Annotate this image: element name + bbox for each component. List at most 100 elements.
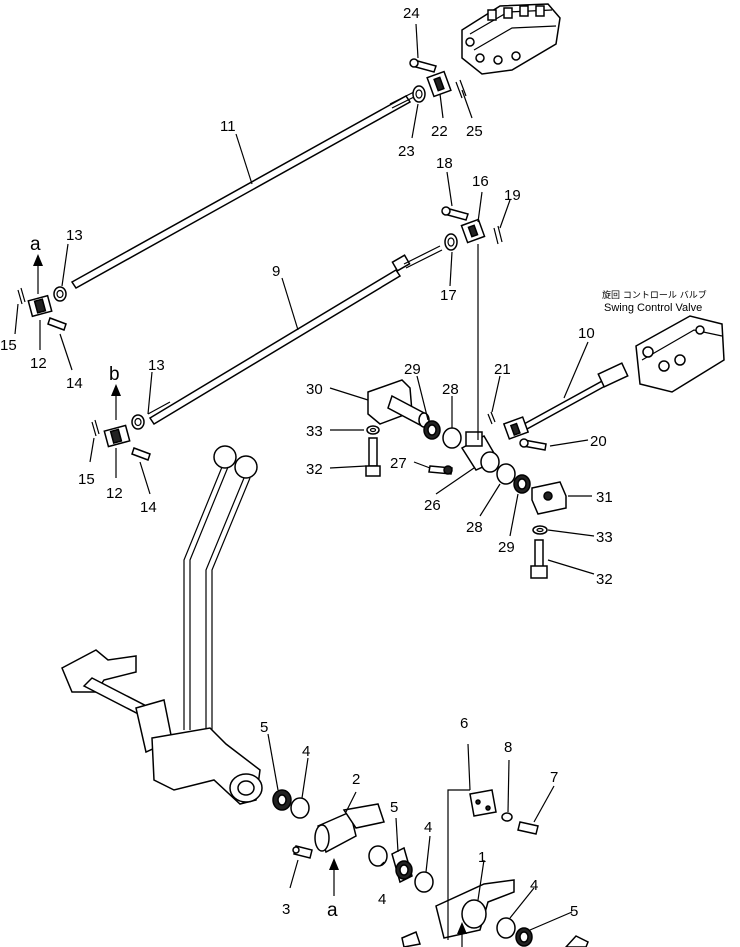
callout-28-a: 28 xyxy=(442,381,459,398)
washer-33-a xyxy=(366,425,380,435)
bushing-4-b xyxy=(368,845,388,867)
callout-29-b: 29 xyxy=(498,539,515,556)
callout-12-a: 12 xyxy=(30,355,47,372)
view-marker-a-bottom: a xyxy=(327,900,338,921)
callout-7: 7 xyxy=(550,769,558,786)
callout-9: 9 xyxy=(272,263,280,280)
cotter-pin-19 xyxy=(493,225,503,245)
swing-control-valve xyxy=(635,315,725,393)
arrow-bottom-right xyxy=(457,922,467,947)
callout-27: 27 xyxy=(390,455,407,472)
callout-3: 3 xyxy=(282,901,290,918)
rod-11 xyxy=(70,91,417,289)
pin-14-a xyxy=(47,317,67,331)
callout-4-d: 4 xyxy=(530,877,538,894)
pin-27 xyxy=(428,465,453,475)
callout-5-b: 5 xyxy=(390,799,398,816)
bolt-7 xyxy=(517,821,539,835)
bearing-5-c xyxy=(515,927,533,947)
nut-13-b xyxy=(131,414,145,430)
cotter-pin-21 xyxy=(487,411,496,425)
callout-4-a: 4 xyxy=(302,743,310,760)
yoke-12-a xyxy=(27,294,53,318)
callout-25: 25 xyxy=(466,123,483,140)
leader-lines xyxy=(14,23,595,940)
callout-13-b: 13 xyxy=(148,357,165,374)
washer-8 xyxy=(501,812,513,822)
bearing-5-a xyxy=(272,789,292,811)
yoke-22 xyxy=(426,70,452,98)
callout-19: 19 xyxy=(504,187,521,204)
bearing-5-b xyxy=(391,846,413,884)
bushing-4-c xyxy=(414,871,434,893)
callout-12-b: 12 xyxy=(106,485,123,502)
callout-2: 2 xyxy=(352,771,360,788)
callout-18: 18 xyxy=(436,155,453,172)
callout-10: 10 xyxy=(578,325,595,342)
bracket-30 xyxy=(367,379,430,428)
callout-11: 11 xyxy=(220,118,236,135)
callout-16: 16 xyxy=(472,173,489,190)
callout-14-b: 14 xyxy=(140,499,157,516)
callout-32-b: 32 xyxy=(596,571,613,588)
callout-33-b: 33 xyxy=(596,529,613,546)
caption-japanese: 旋回 コントロール バルブ xyxy=(602,289,707,301)
callout-4-c: 4 xyxy=(378,891,386,908)
shaft-2 xyxy=(314,803,385,854)
pin-14-b xyxy=(131,447,151,461)
yoke-16 xyxy=(460,218,486,244)
callout-30: 30 xyxy=(306,381,323,398)
control-valve-top xyxy=(461,3,561,75)
bearing-29-b xyxy=(513,474,531,494)
callout-15-b: 15 xyxy=(78,471,95,488)
callout-4-b: 4 xyxy=(424,819,432,836)
rod-10 xyxy=(502,362,629,440)
view-marker-b: b xyxy=(109,364,120,385)
callout-20: 20 xyxy=(590,433,607,450)
yoke-12-b xyxy=(103,424,131,448)
callout-8: 8 xyxy=(504,739,512,756)
arrow-a-top xyxy=(33,254,43,294)
bushing-4-a xyxy=(290,797,310,819)
bottom-fitting xyxy=(401,930,589,947)
bearing-29-a xyxy=(423,420,441,440)
pin-20 xyxy=(519,438,547,451)
callout-15-a: 15 xyxy=(0,337,17,354)
bushing-4-d xyxy=(496,917,516,939)
callout-labels: 24 22 23 25 11 18 16 19 13 17 9 15 12 14… xyxy=(0,5,613,920)
callout-14-a: 14 xyxy=(66,375,83,392)
view-marker-a-top: a xyxy=(30,234,41,255)
callout-5-c: 5 xyxy=(570,903,578,920)
bushing-28-b xyxy=(496,463,516,485)
pin-24 xyxy=(409,58,437,73)
callout-31: 31 xyxy=(596,489,613,506)
bolt-32-a xyxy=(365,437,381,477)
grease-fitting-3 xyxy=(292,845,313,859)
callout-22: 22 xyxy=(431,123,448,140)
nut-23 xyxy=(412,85,426,103)
arrow-a-bottom xyxy=(329,858,339,896)
cotter-pin-15-a xyxy=(17,287,26,305)
washer-33-b xyxy=(532,525,548,535)
callout-32-a: 32 xyxy=(306,461,323,478)
lever-26 xyxy=(460,431,500,473)
pin-18 xyxy=(441,206,469,221)
callout-23: 23 xyxy=(398,143,415,160)
callout-5-a: 5 xyxy=(260,719,268,736)
nut-13-a xyxy=(53,286,67,302)
cap-31 xyxy=(531,481,567,515)
rod-9 xyxy=(147,245,443,426)
callout-13-a: 13 xyxy=(66,227,83,244)
plate-6 xyxy=(469,789,497,817)
cotter-pin-15-b xyxy=(91,419,100,437)
callout-29-a: 29 xyxy=(404,361,421,378)
callout-17: 17 xyxy=(440,287,457,304)
bolt-32-b xyxy=(530,539,548,579)
callout-26: 26 xyxy=(424,497,441,514)
callout-1: 1 xyxy=(478,849,486,866)
nut-17 xyxy=(444,233,458,251)
callout-6: 6 xyxy=(460,715,468,732)
callout-28-b: 28 xyxy=(466,519,483,536)
caption-english: Swing Control Valve xyxy=(604,302,702,314)
